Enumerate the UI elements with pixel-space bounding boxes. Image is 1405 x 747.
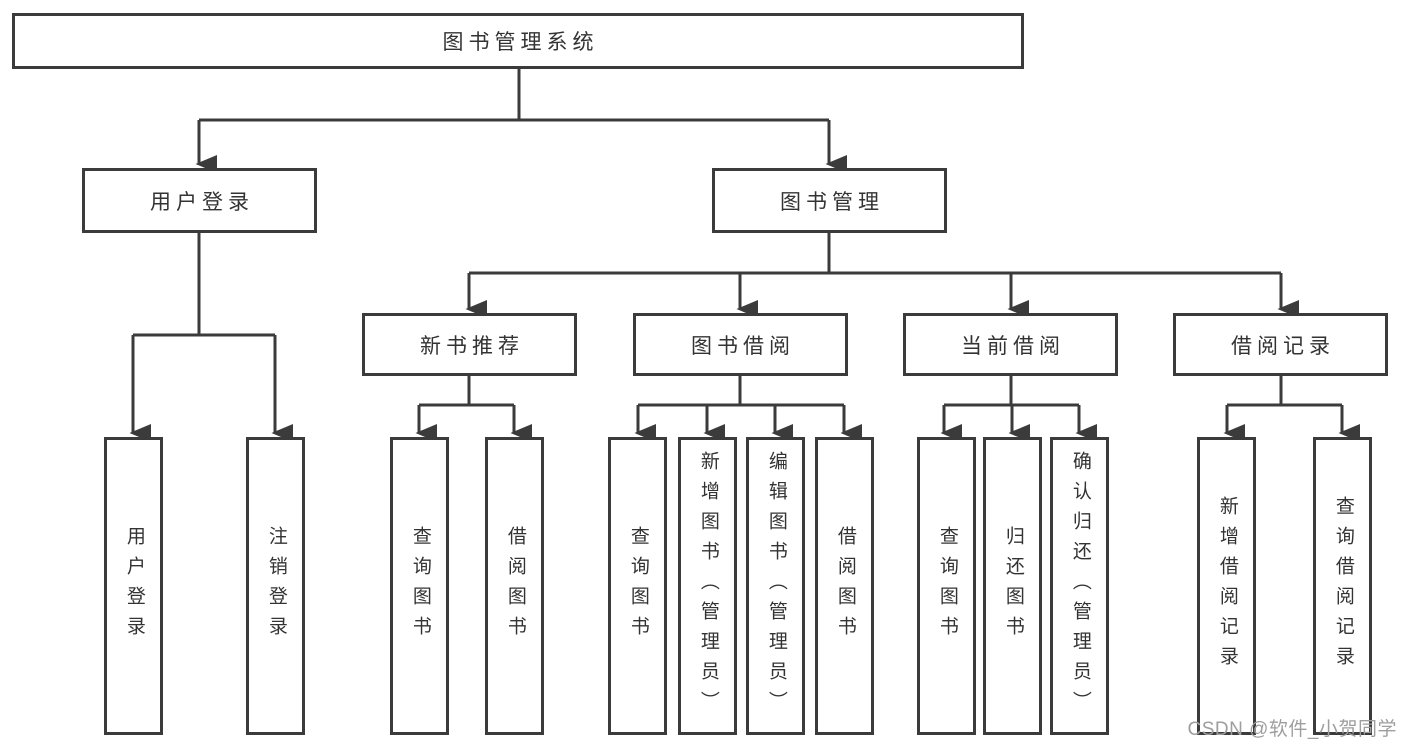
leaf-user-login-label: 用户登录 [123, 526, 145, 646]
leaf-borrow-books: 借阅图书 [815, 437, 874, 735]
leaf-confirm-return-admin: 确认归还（管理员） [1050, 437, 1109, 735]
connector-management-to-modules [465, 233, 1299, 318]
leaf-query-books-newbooks-label: 查询图书 [409, 526, 431, 646]
node-book-borrowing-label: 图书借阅 [691, 334, 795, 358]
leaf-query-books-current: 查询图书 [917, 437, 976, 735]
connector-login-to-leaves [129, 233, 293, 442]
connector-current-to-leaves [940, 376, 1097, 442]
node-current-borrowing-label: 当前借阅 [961, 334, 1065, 358]
connector-borrow-to-leaves [634, 376, 862, 442]
node-book-management-label: 图书管理 [780, 190, 884, 214]
leaf-query-books-borrow: 查询图书 [608, 437, 667, 735]
leaf-return-books-label: 归还图书 [1002, 526, 1024, 646]
leaf-borrow-books-newbooks: 借阅图书 [485, 437, 544, 735]
leaf-query-books-borrow-label: 查询图书 [627, 526, 649, 646]
node-new-book-recommend-label: 新书推荐 [420, 334, 524, 358]
leaf-logout: 注销登录 [246, 437, 305, 735]
leaf-add-borrow-record-label: 新增借阅记录 [1216, 496, 1238, 676]
leaf-edit-books-admin: 编辑图书（管理员） [746, 437, 805, 735]
leaf-query-books-newbooks: 查询图书 [390, 437, 449, 735]
csdn-watermark: CSDN @软件_小贺同学 [1187, 719, 1397, 740]
leaf-edit-books-admin-label: 编辑图书（管理员） [765, 451, 787, 721]
leaf-return-books: 归还图书 [983, 437, 1042, 735]
connector-records-to-leaves [1223, 376, 1360, 442]
node-user-login-label: 用户登录 [150, 190, 254, 214]
node-root-label: 图书管理系统 [442, 31, 599, 54]
leaf-confirm-return-admin-label: 确认归还（管理员） [1069, 451, 1091, 721]
leaf-borrow-books-label: 借阅图书 [834, 526, 856, 646]
node-borrowing-records-label: 借阅记录 [1231, 334, 1335, 358]
leaf-user-login: 用户登录 [104, 437, 163, 735]
leaf-logout-label: 注销登录 [265, 526, 287, 646]
connector-root-to-branches [195, 69, 847, 173]
leaf-query-books-current-label: 查询图书 [936, 526, 958, 646]
connector-newbooks-to-leaves [415, 376, 532, 442]
node-book-borrowing: 图书借阅 [633, 313, 848, 376]
node-current-borrowing: 当前借阅 [903, 313, 1118, 376]
node-new-book-recommend: 新书推荐 [362, 313, 577, 376]
leaf-add-books-admin: 新增图书（管理员） [678, 437, 737, 735]
node-book-management: 图书管理 [712, 168, 947, 233]
leaf-borrow-books-newbooks-label: 借阅图书 [504, 526, 526, 646]
leaf-query-borrow-record-label: 查询借阅记录 [1332, 496, 1354, 676]
node-borrowing-records: 借阅记录 [1173, 313, 1388, 376]
leaf-query-borrow-record: 查询借阅记录 [1313, 437, 1372, 735]
leaf-add-books-admin-label: 新增图书（管理员） [697, 451, 719, 721]
leaf-add-borrow-record: 新增借阅记录 [1197, 437, 1256, 735]
node-root: 图书管理系统 [12, 13, 1024, 69]
node-user-login: 用户登录 [82, 168, 317, 233]
